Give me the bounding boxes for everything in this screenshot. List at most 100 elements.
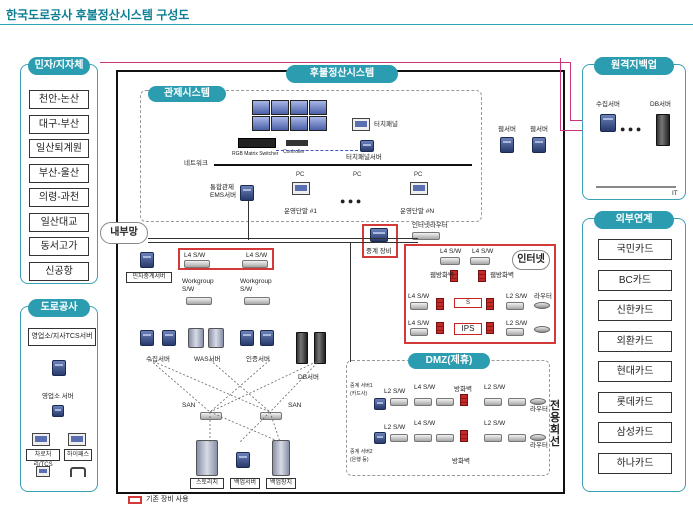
remote-it-label: IT: [672, 190, 678, 197]
backup-server-label: 백업서버: [230, 478, 260, 489]
main-link-b: [148, 242, 418, 243]
dmz-sw-icon: [484, 434, 502, 442]
private-road-item: 대구-부산: [29, 114, 89, 134]
operator-pc-n-label: 운영단말 #N: [400, 208, 435, 215]
title-divider: [0, 24, 693, 25]
card-company-item: 신한카드: [598, 300, 672, 321]
web-server-1-label: 웹서버: [498, 126, 516, 133]
video-wall-screen-icon: [309, 100, 327, 115]
backup-server-icon: [236, 452, 250, 468]
touch-panel-icon: [352, 118, 370, 131]
operator-pc-n-icon: [410, 182, 428, 195]
l4-switch-1-label: L4 S/W: [184, 252, 206, 259]
legend-swatch: [128, 496, 142, 504]
road-corp-heading: 도로공사: [28, 299, 90, 317]
blue-dashed-link: [276, 150, 358, 151]
video-wall-screen-icon: [290, 100, 308, 115]
lane-terminal-icon: [36, 466, 50, 477]
remote-ellipsis: ● ● ●: [620, 124, 642, 134]
san-links: [149, 360, 321, 443]
card-company-item: 삼성카드: [598, 422, 672, 443]
control-ellipsis: ● ● ●: [340, 196, 362, 206]
internet-router-label: 인터넷라우터: [412, 222, 448, 229]
web-server-1-icon: [500, 137, 514, 153]
ems-server-label: 통합관제 EMS서버: [210, 184, 237, 199]
internet-l4-icon: [470, 257, 490, 265]
video-wall-screen-icon: [271, 100, 289, 115]
controller-icon: [286, 140, 308, 146]
dmz-sw-icon: [508, 398, 526, 406]
collection-server-1-icon: [140, 330, 154, 346]
office-server-label: 영업소 서버: [42, 393, 74, 400]
video-wall-screen-icon: [252, 100, 270, 115]
card-company-item: 국민카드: [598, 239, 672, 260]
internet-l4-icon: [410, 302, 428, 310]
external-panel: [582, 218, 686, 492]
internet-l4-label: L4 S/W: [408, 293, 430, 300]
private-road-item: 부산-울산: [29, 163, 89, 183]
backup-device-icon: [272, 440, 290, 476]
dmz-region: [346, 360, 550, 476]
dmz-relay-b-label: 중계 서버2 (은행 등): [350, 449, 373, 463]
firewall-icon: [436, 322, 444, 334]
dmz-sw-icon: [436, 398, 454, 406]
dmz-router-label: 라우터: [530, 442, 548, 449]
workgroup-switch-1-icon: [186, 297, 212, 305]
road-corp-panel: [20, 306, 98, 492]
relay-equipment-label: 중계 장비: [366, 248, 392, 255]
external-heading: 외부연계: [594, 211, 674, 229]
office-server-icon: [52, 405, 64, 417]
card-company-item: 롯데카드: [598, 391, 672, 413]
touch-panel-server-label: 터치패널서버: [346, 154, 382, 161]
l4-switch-2-icon: [242, 260, 268, 268]
touch-panel-label: 터치패널: [374, 121, 398, 128]
dmz-sw-icon: [436, 434, 454, 442]
web-server-2-icon: [532, 137, 546, 153]
private-roads-heading: 민자/지자체: [28, 57, 90, 75]
db-server-1-icon: [296, 332, 308, 364]
postpaid-system-title: 후불정산시스템: [286, 65, 398, 83]
video-wall-screen-icon: [309, 116, 327, 131]
tcs-server-icon: [52, 360, 66, 376]
private-relay-server-icon: [140, 252, 154, 268]
dmz-router-icon: [530, 398, 546, 405]
remote-db-icon: [656, 114, 670, 146]
control-system-title: 관제시스템: [148, 86, 226, 102]
remote-backup-heading: 원격지백업: [594, 57, 674, 75]
internet-cloud: 인터넷: [512, 250, 550, 270]
pc2-tag: PC: [353, 172, 362, 178]
relay-equipment-icon: [370, 228, 388, 242]
dmz-sw-label: L2 S/W: [384, 388, 406, 395]
postpaid-system-box: [116, 70, 565, 494]
storage-label: 스토리지: [190, 478, 224, 489]
internet-l4-label: L4 S/W: [440, 248, 462, 255]
private-road-item: 의령-과천: [29, 188, 89, 207]
dmz-relay-b-icon: [374, 432, 386, 444]
db-server-2-icon: [314, 332, 326, 364]
relay-equipment-box: [362, 224, 398, 258]
firewall-icon: [436, 298, 444, 310]
video-wall-screen-icon: [252, 116, 270, 131]
web-firewall-label: 웹방화벽: [430, 272, 454, 279]
backup-link-pink-4: [560, 58, 561, 130]
ems-server-icon: [240, 185, 254, 201]
legend-label: 기존 장비 사용: [146, 496, 189, 503]
web-firewall-label: 웹방화벽: [490, 272, 514, 279]
main-link-c: [350, 242, 351, 362]
network-bus: [214, 164, 472, 166]
dmz-sw-label: L2 S/W: [384, 424, 406, 431]
dmz-relay-a-label: 중계 서버1 (카드사): [350, 383, 373, 397]
dmz-firewall-icon: [460, 394, 468, 406]
backup-link-pink-5: [560, 130, 590, 131]
dmz-firewall-label: 방화벽: [454, 386, 472, 393]
private-road-item: 신공항: [29, 261, 89, 281]
dmz-sw-icon: [484, 398, 502, 406]
internet-l4-label: L4 S/W: [408, 320, 430, 327]
dmz-sw-icon: [390, 434, 408, 442]
control-system-region: [140, 90, 482, 222]
internal-network-cloud: 내부망: [100, 222, 148, 244]
main-link-a: [148, 238, 418, 239]
collection-server-label: 수집서버: [146, 356, 170, 363]
card-company-item: BC카드: [598, 269, 672, 291]
backup-link-pink-3: [570, 120, 590, 121]
